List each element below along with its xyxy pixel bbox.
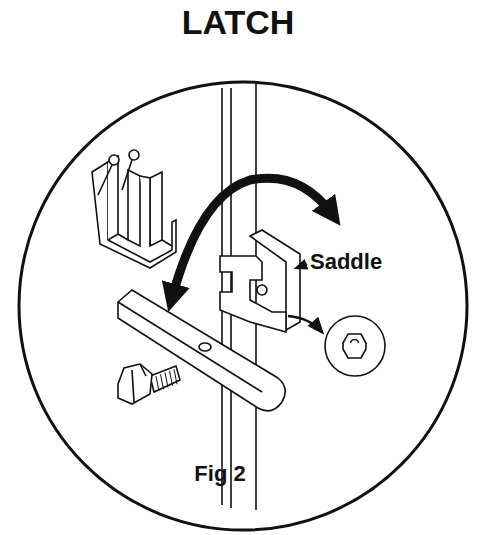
part-label: Saddle — [310, 250, 382, 274]
bolt-thread — [161, 374, 164, 389]
swing-arrow — [172, 178, 332, 298]
bolt-thread — [174, 369, 177, 384]
latch-bar — [118, 290, 285, 411]
leader-arrow — [296, 264, 307, 268]
hex-bolt — [118, 364, 180, 404]
hex-nut — [343, 334, 366, 358]
latch-keeper-bracket — [92, 150, 176, 268]
frame-circle — [19, 82, 467, 530]
bolt-thread — [165, 373, 168, 388]
bolt-thread — [156, 376, 159, 391]
leader-arrow — [288, 316, 322, 332]
detail-circle — [325, 316, 385, 376]
figure-caption: Fig 2 — [194, 462, 245, 486]
title: LATCH — [182, 4, 295, 41]
bolt-thread — [170, 371, 173, 386]
